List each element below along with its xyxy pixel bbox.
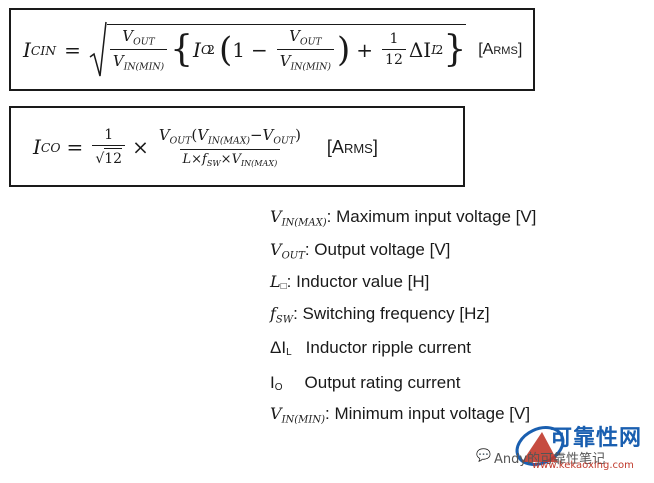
legend-item-inductor: L□: Inductor value [H] (270, 272, 429, 292)
legend-item-vin-min: VIN(MIN): Minimum input voltage [V] (270, 404, 530, 426)
eq2-units: [ARMS] (327, 137, 378, 158)
eq2-num-vout-symbol-2: V (262, 126, 274, 145)
legend-description: : Minimum input voltage [V] (325, 404, 531, 423)
watermark-title: 可靠性网 (550, 426, 643, 451)
legend-item-vin-max: VIN(MAX): Maximum input voltage [V] (270, 207, 536, 229)
eq1-plus: + (356, 37, 374, 62)
eq1-vout-subscript: OUT (133, 36, 155, 47)
watermark-logo-icon (515, 426, 565, 466)
eq1-io-square: 2 (207, 42, 215, 57)
eq1-left-brace: { (170, 28, 194, 70)
legend-subscript: OUT (281, 250, 305, 262)
eq1-one-twelfth-fraction: 1 12 (382, 31, 406, 68)
eq1-equals: = (64, 38, 81, 62)
eq2-lhs-subscript: CO (40, 139, 61, 155)
legend-subscript: IN(MIN) (281, 414, 326, 426)
eq2-den-f-subscript: SW (206, 158, 221, 168)
eq1-vout-over-vin-fraction-2: VOUT VIN(MIN) (276, 26, 334, 73)
eq2-main-fraction: VOUT(VIN(MAX)−VOUT) L×fSW×VIN(MAX) (158, 126, 301, 168)
eq1-lhs-symbol: I (23, 38, 31, 62)
eq1-io-symbol: I (193, 37, 201, 62)
eq2-unit-close: ] (372, 136, 378, 157)
eq1-vin-symbol-2: V (279, 52, 291, 70)
legend-symbol: V (270, 240, 282, 259)
eq2-times: × (132, 135, 149, 159)
legend-item-output-current: IO Output rating current (270, 373, 460, 393)
eq1-lhs-subscript: CIN (30, 42, 57, 58)
eq2-num-vout-subscript-2: OUT (273, 135, 296, 147)
eq2-equals: = (66, 135, 84, 159)
eq2-lhs-symbol: I (33, 135, 41, 159)
legend-item-vout: VOUT: Output voltage [V] (270, 240, 450, 262)
eq2-num-vout-subscript: OUT (169, 135, 192, 147)
eq1-fraction-denominator: 12 (382, 49, 406, 68)
sqrt-small-icon: √ (95, 151, 105, 167)
sqrt-radical-icon (89, 21, 107, 77)
eq1-delta-il-subscript: L (431, 42, 440, 57)
eq1-unit-close: ] (517, 41, 523, 58)
legend-description: : Maximum input voltage [V] (326, 207, 537, 226)
eq2-num-vin-subscript: IN(MAX) (208, 135, 250, 147)
wechat-icon: 💬 (476, 448, 491, 462)
eq2-num-vin-symbol: V (197, 126, 209, 145)
eq1-units: [ARMS] (478, 41, 522, 59)
legend-subscript: SW (275, 314, 294, 326)
legend-symbol: I (270, 373, 275, 392)
eq1-vout-symbol: V (122, 26, 134, 45)
eq2-numerator-one: 1 (104, 127, 114, 143)
eq1-vout-symbol-2: V (289, 26, 300, 45)
legend-description: : Output voltage [V] (304, 240, 451, 259)
eq1-minus: − (251, 37, 268, 62)
eq1-one: 1 (232, 37, 245, 62)
eq1-vout-subscript-2: OUT (299, 36, 322, 47)
legend-subscript: □ (280, 281, 287, 292)
eq2-unit-small: RMS (343, 140, 373, 156)
legend-symbol: ΔI (270, 338, 287, 357)
legend-symbol: V (270, 207, 282, 226)
legend-description: Inductor ripple current (305, 338, 472, 357)
legend-subscript: L (286, 347, 292, 358)
eq1-right-paren: ) (337, 29, 351, 70)
watermark-label: Andy的可靠性笔记 (494, 452, 606, 467)
eq1-delta-il-square: 2 (435, 42, 444, 57)
eq1-left-paren: ( (219, 29, 233, 70)
legend-item-switching-frequency: fSW: Switching frequency [Hz] (270, 304, 490, 326)
eq1-vin-subscript-2: IN(MIN) (290, 61, 331, 73)
eq1-io-subscript: O (200, 42, 212, 57)
eq1-vout-over-vin-fraction: VOUT VIN(MIN) (109, 26, 168, 73)
legend-item-ripple-current: ΔIL Inductor ripple current (270, 338, 471, 358)
eq2-sqrt-twelve: 12 (104, 148, 123, 167)
eq2-num-vout-symbol: V (158, 126, 170, 145)
eq2-den-vin-symbol: V (231, 151, 241, 167)
legend-subscript: IN(MAX) (281, 217, 327, 229)
legend-symbol: L (270, 272, 281, 291)
eq1-right-brace: } (443, 28, 467, 70)
eq1-vin-subscript: IN(MIN) (123, 61, 165, 73)
eq1-vin-symbol: V (112, 52, 124, 70)
eq1-delta-il-symbol: ΔI (408, 37, 432, 62)
legend-subscript: O (274, 382, 283, 393)
legend-symbol: f (270, 304, 276, 323)
legend-description: : Inductor value [H] (286, 272, 430, 291)
legend-description: Output rating current (304, 373, 461, 392)
eq1-unit-small: RMS (493, 45, 518, 57)
eq2-den-vin-subscript: IN(MAX) (240, 158, 278, 168)
eq1-unit-main: [A (478, 41, 494, 58)
eq1-fraction-numerator: 1 (389, 31, 399, 47)
watermark: 可靠性网 💬 Andy的可靠性笔记 www.kekaoxing.com (472, 418, 652, 480)
eq2-unit-main: [A (326, 136, 344, 157)
legend-description: : Switching frequency [Hz] (293, 304, 490, 323)
eq2-den-f-symbol: f (202, 151, 207, 167)
eq2-one-over-sqrt12-fraction: 1 √12 (92, 127, 126, 167)
eq2-den-l-symbol: L (182, 151, 192, 167)
legend-symbol: V (270, 404, 282, 423)
watermark-url: www.kekaoxing.com (532, 460, 634, 471)
